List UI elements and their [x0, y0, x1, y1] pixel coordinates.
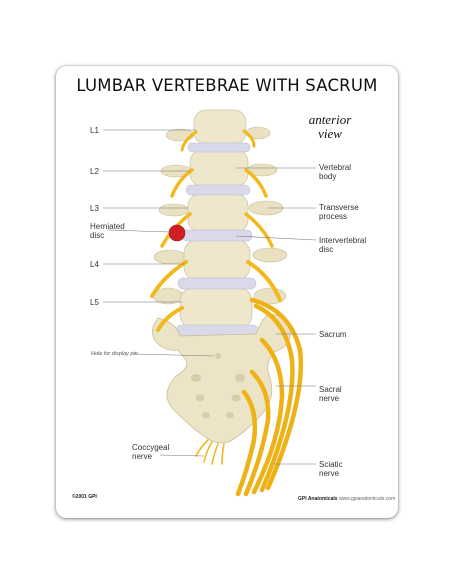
label-sacral-line-1: Sacral: [319, 385, 342, 394]
transverse-processes: [152, 126, 288, 305]
label-herniated-line-1: Herniated: [90, 222, 125, 231]
label-transverse-process: Transverse process: [319, 203, 359, 221]
label-pin-hole: Hole for display pin: [91, 351, 138, 357]
label-herniated-line-2: disc: [90, 231, 105, 240]
intervertebral-discs: [175, 142, 259, 337]
view-label-line-2: view: [318, 126, 342, 141]
website-text: www.gpianatomicals.com: [339, 496, 396, 502]
label-transverse-line-1: Transverse: [319, 203, 359, 212]
label-coccygeal-nerve: Coccygeal nerve: [132, 443, 169, 461]
copyright-text: ©2001 GPI: [72, 494, 97, 500]
brand-text: GPI Anatomicals: [298, 496, 338, 502]
vertebral-bodies: [179, 109, 253, 329]
label-l2: L2: [90, 167, 99, 176]
view-label: anterior view: [300, 113, 360, 141]
label-l5: L5: [90, 298, 99, 307]
label-sacral-nerve: Sacral nerve: [319, 385, 342, 403]
view-label-line-1: anterior: [308, 112, 352, 127]
coccygeal-nerve-fibers: [195, 439, 225, 465]
label-vertebral-body: Vertebral body: [319, 163, 351, 181]
label-l4: L4: [90, 260, 99, 269]
label-herniated-disc: Herniated disc: [90, 222, 125, 240]
label-intervertebral-line-2: disc: [319, 245, 334, 254]
card-title: LUMBAR VERTEBRAE WITH SACRUM: [76, 76, 378, 95]
sacral-foramina: [191, 353, 245, 418]
sciatic-nerve-bundle: [235, 297, 304, 497]
herniated-disc-bulge: [168, 224, 186, 242]
label-sciatic-nerve: Sciatic nerve: [319, 460, 343, 478]
leader-lines: [103, 129, 317, 465]
label-vertebral-line-2: body: [319, 172, 337, 181]
label-vertebral-line-1: Vertebral: [319, 163, 352, 172]
label-l3: L3: [90, 204, 99, 213]
label-sacral-line-2: nerve: [319, 394, 340, 403]
label-coccygeal-line-2: nerve: [132, 452, 153, 461]
nerve-roots: [150, 129, 282, 332]
label-intervertebral-disc: Intervertebral disc: [319, 236, 366, 254]
label-sacrum: Sacrum: [319, 330, 347, 339]
label-transverse-line-2: process: [319, 212, 348, 221]
label-sciatic-line-1: Sciatic: [319, 460, 343, 469]
label-intervertebral-line-1: Intervertebral: [319, 236, 367, 245]
label-sciatic-line-2: nerve: [319, 469, 340, 478]
label-coccygeal-line-1: Coccygeal: [132, 443, 170, 452]
label-l1: L1: [90, 126, 99, 135]
